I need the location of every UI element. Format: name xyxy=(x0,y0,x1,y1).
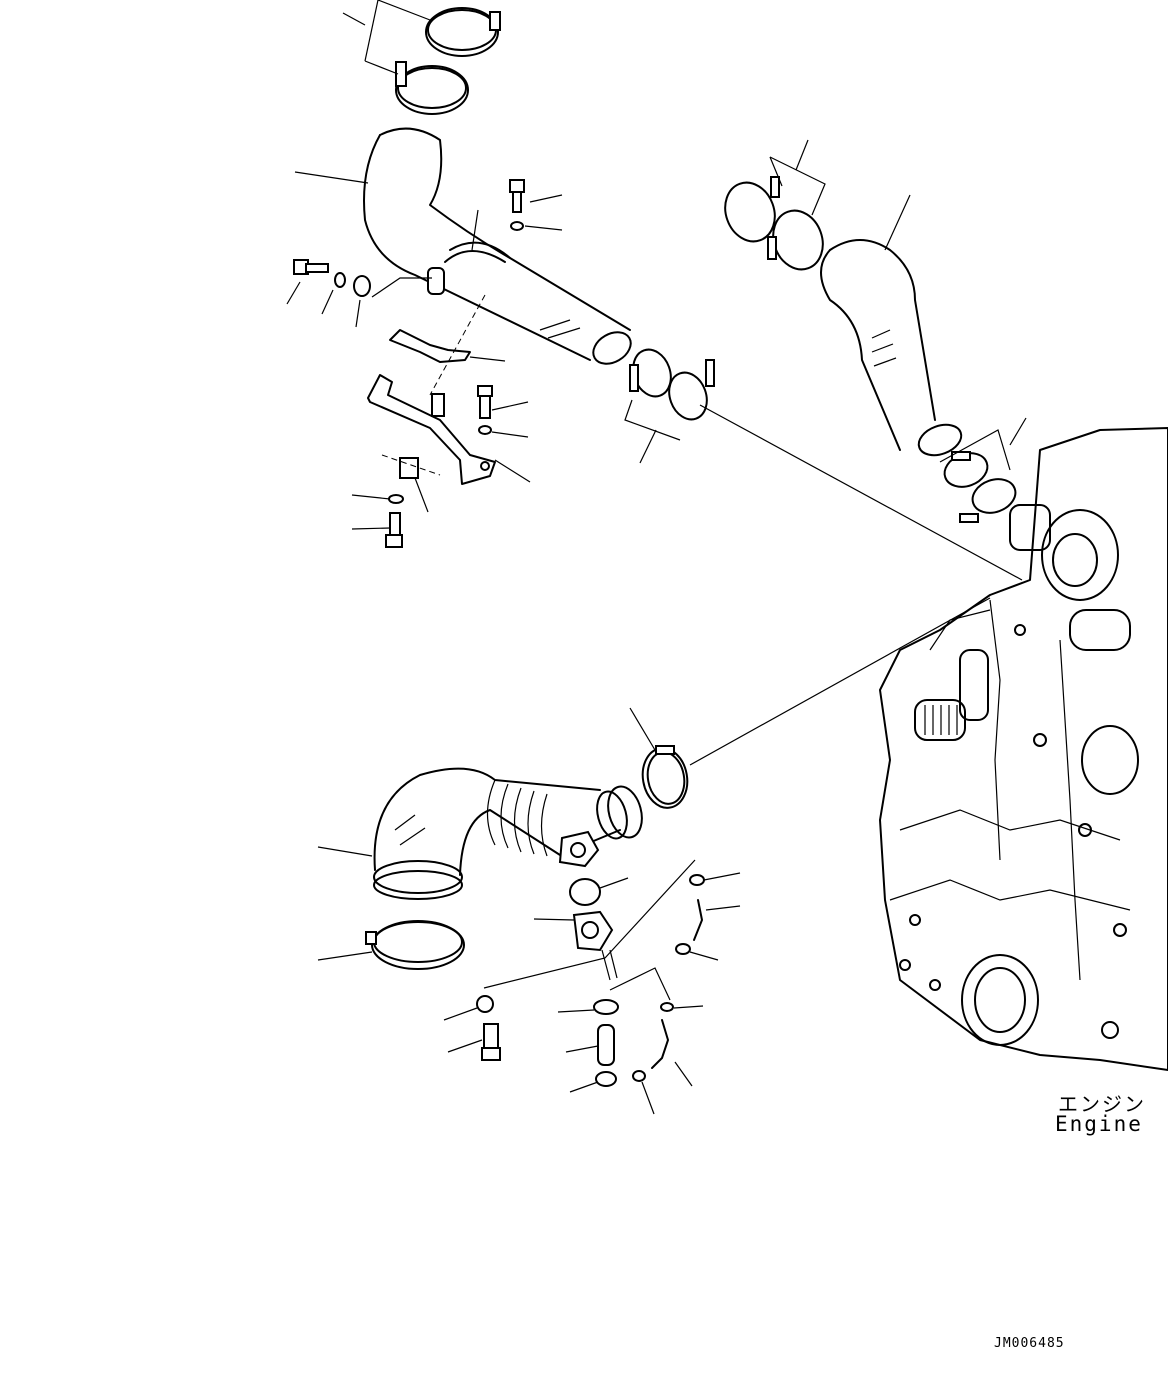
hose-clamp-pair-engine-side xyxy=(939,417,1027,523)
intake-pipe-upper xyxy=(363,127,632,396)
bracket-assembly xyxy=(351,329,531,548)
hose-clamp-pair-middle xyxy=(624,348,1023,581)
hose-clamp-pair-top xyxy=(395,7,501,115)
air-intake-elbow xyxy=(317,767,643,900)
sensor-fitting-parts xyxy=(443,859,741,1115)
intake-hose-right xyxy=(820,194,963,457)
engine-label-ja: エンジン xyxy=(1058,1092,1146,1116)
leader-lines-pipe xyxy=(294,171,479,251)
engine-illustration xyxy=(689,427,1168,1071)
bolt-set-upper xyxy=(286,179,563,328)
hose-clamp-pair-right xyxy=(724,139,826,271)
hose-clamp-large xyxy=(317,920,465,970)
hose-clamp-lower xyxy=(629,707,689,809)
drawing-code: JM006485 xyxy=(994,1336,1065,1351)
engine-label-en: Engine xyxy=(1055,1112,1143,1136)
leader-lines-top xyxy=(342,0,431,75)
